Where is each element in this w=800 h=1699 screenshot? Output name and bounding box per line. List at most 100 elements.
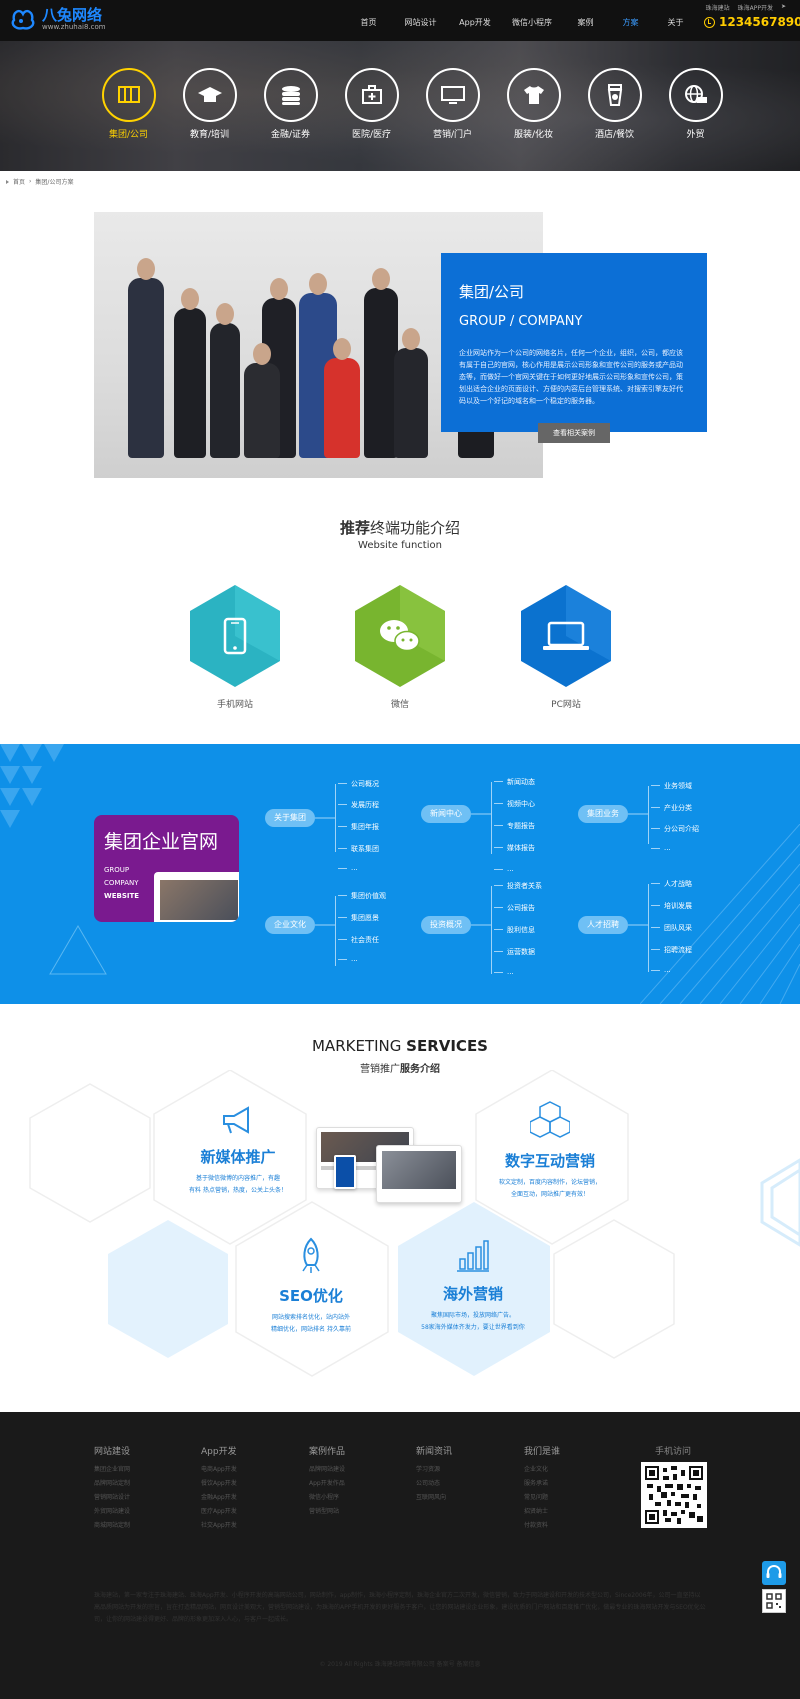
- group-careers[interactable]: 人才招聘: [578, 916, 628, 934]
- sitemap-item[interactable]: 人才战略: [651, 880, 692, 888]
- qr-float-button[interactable]: [762, 1589, 786, 1613]
- industry-finance[interactable]: 金融/证券: [250, 68, 331, 140]
- feature-pc-site[interactable]: PC网站: [519, 583, 613, 710]
- nav-about[interactable]: 关于: [667, 18, 684, 27]
- footer-link[interactable]: 集团企业官网: [94, 1466, 131, 1473]
- footer-link[interactable]: 商城网站定制: [94, 1522, 131, 1529]
- sitemap-item[interactable]: 集团愿景: [338, 914, 379, 922]
- feature-wechat[interactable]: 微信: [353, 583, 447, 710]
- site-card-title: 集团企业官网: [104, 831, 219, 853]
- group-about[interactable]: 关于集团: [265, 809, 315, 827]
- sitemap-item[interactable]: 运营数据: [494, 948, 535, 956]
- industry-marketing-portal[interactable]: 营销/门户: [412, 68, 493, 140]
- footer-link[interactable]: 营销网站设计: [94, 1494, 131, 1501]
- nav-app-dev[interactable]: App开发: [459, 18, 491, 27]
- hexagon-background: [29, 1070, 800, 1377]
- sitemap-item[interactable]: 公司概况: [338, 780, 379, 788]
- digital-interactive-card[interactable]: 数字互动营销 软文定制，百度内容制作，论坛营销， 全面互动，网站推广更有效！: [470, 1100, 630, 1201]
- footer-link[interactable]: 服务承诺: [524, 1480, 549, 1487]
- industry-group-company[interactable]: 集团/公司: [88, 68, 169, 140]
- sitemap-item[interactable]: 培训发展: [651, 902, 692, 910]
- group-investment[interactable]: 投资概况: [421, 916, 471, 934]
- footer-link[interactable]: 餐饮App开发: [201, 1480, 237, 1487]
- overseas-card[interactable]: 海外营销 聚焦国际市场，投放网络广告。 58家海外媒体齐发力，要让世界看到你: [393, 1239, 553, 1334]
- feature-label: 手机网站: [216, 700, 253, 710]
- customer-service-button[interactable]: [762, 1561, 786, 1585]
- breadcrumb-home[interactable]: 首页: [13, 179, 26, 186]
- industry-apparel[interactable]: 服装/化妆: [493, 68, 574, 140]
- industry-medical[interactable]: 医院/医疗: [331, 68, 412, 140]
- industry-education[interactable]: 教育/培训: [169, 68, 250, 140]
- nav-mini-program[interactable]: 微信小程序: [512, 18, 552, 27]
- sitemap-item[interactable]: ...: [651, 844, 671, 852]
- sitemap-item[interactable]: 产业分类: [651, 804, 692, 812]
- sitemap-item[interactable]: 公司报告: [494, 904, 535, 912]
- footer-link[interactable]: 外贸网站建设: [94, 1508, 131, 1515]
- sitemap-item[interactable]: 社会责任: [338, 936, 379, 944]
- sitemap-item[interactable]: ...: [651, 966, 671, 974]
- footer-link[interactable]: 医疗App开发: [201, 1508, 237, 1515]
- rocket-icon: [302, 1237, 320, 1273]
- sitemap-item[interactable]: ...: [494, 968, 514, 976]
- feature-mobile-site[interactable]: 手机网站: [188, 583, 282, 710]
- footer-link[interactable]: App开发作品: [309, 1480, 345, 1487]
- sitemap-item[interactable]: 联系集团: [338, 845, 379, 853]
- industry-hotel[interactable]: 酒店/餐饮: [574, 68, 655, 140]
- nav-web-design[interactable]: 网站设计: [404, 18, 437, 27]
- footer-link[interactable]: 金融App开发: [201, 1494, 237, 1501]
- footer-link[interactable]: 付款资料: [524, 1522, 549, 1529]
- sitemap-item[interactable]: 招聘流程: [651, 946, 692, 954]
- footer-link[interactable]: 微信小程序: [309, 1494, 340, 1501]
- sitemap-item[interactable]: 集团年报: [338, 823, 379, 831]
- footer-col-cases: 案例作品 品牌网站建设 App开发作品 微信小程序 营销型网站: [309, 1444, 345, 1519]
- medical-kit-icon: [361, 85, 382, 104]
- footer-link[interactable]: 学习资源: [416, 1466, 441, 1473]
- sitemap-item[interactable]: 股利信息: [494, 926, 535, 934]
- industry-label: 医院/医疗: [351, 130, 392, 140]
- nav-cases[interactable]: 案例: [577, 18, 594, 27]
- sitemap-item[interactable]: 专题报告: [494, 822, 535, 830]
- sitemap-item[interactable]: 团队风采: [651, 924, 692, 932]
- sitemap-item[interactable]: 集团价值观: [338, 892, 386, 900]
- footer-link[interactable]: 招贤纳士: [524, 1508, 549, 1515]
- group-culture[interactable]: 企业文化: [265, 916, 315, 934]
- footer-link[interactable]: 企业文化: [524, 1466, 549, 1473]
- sitemap-item[interactable]: 分公司介绍: [651, 825, 699, 833]
- industry-label: 服装/化妆: [513, 130, 554, 140]
- footer-link[interactable]: 品牌网站建设: [309, 1466, 346, 1473]
- group-business[interactable]: 集团业务: [578, 805, 628, 823]
- sitemap-item[interactable]: 发展历程: [338, 801, 379, 809]
- view-cases-button[interactable]: 查看相关案例: [538, 423, 610, 443]
- logo[interactable]: 八兔网络 www.zhuhai8.com: [10, 6, 106, 32]
- top-link-zhuhai-app[interactable]: 珠海APP开发: [737, 5, 773, 12]
- sitemap-item[interactable]: 媒体报告: [494, 844, 535, 852]
- footer-link[interactable]: 互联网风向: [416, 1494, 447, 1501]
- footer-link[interactable]: 品牌网站定制: [94, 1480, 131, 1487]
- send-icon[interactable]: ➤: [780, 3, 786, 10]
- nav-solutions[interactable]: 方案: [622, 18, 639, 27]
- footer-link[interactable]: 电商App开发: [201, 1466, 237, 1473]
- footer-link[interactable]: 社交App开发: [201, 1522, 237, 1529]
- sitemap-item[interactable]: ...: [338, 955, 358, 963]
- industry-foreign-trade[interactable]: 外贸: [655, 68, 736, 140]
- sitemap-item[interactable]: 业务领域: [651, 782, 692, 790]
- intro-title: 集团/公司: [459, 283, 525, 301]
- sitemap-item[interactable]: 投资者关系: [494, 882, 542, 890]
- sitemap-item[interactable]: ...: [494, 865, 514, 873]
- footer-link[interactable]: 常见问题: [524, 1494, 549, 1501]
- caret-right-icon: [6, 179, 9, 184]
- top-link-zhuhai-site[interactable]: 珠海建站: [705, 5, 730, 12]
- sitemap-item[interactable]: ...: [338, 864, 358, 872]
- logo-url: www.zhuhai8.com: [42, 22, 106, 31]
- footer-link[interactable]: 公司动态: [416, 1480, 441, 1487]
- nav-home[interactable]: 首页: [360, 18, 377, 27]
- seo-card[interactable]: SEO优化 网站搜索排名优化，站内站外 精细优化，网站排名 持久靠前: [231, 1237, 391, 1336]
- sitemap-item[interactable]: 视频中心: [494, 800, 535, 808]
- group-website-card[interactable]: 集团企业官网 GROUP COMPANY WEBSITE: [94, 815, 239, 922]
- sitemap-item[interactable]: 新闻动态: [494, 778, 535, 786]
- footer-link[interactable]: 营销型网站: [309, 1508, 340, 1515]
- laptop-hex-icon: [521, 585, 611, 687]
- new-media-card[interactable]: 新媒体推广 基于微信微博的内容推广，有趣 有料 热点营销，热度，公关上头条！: [158, 1106, 318, 1197]
- group-news[interactable]: 新闻中心: [421, 805, 471, 823]
- footer-col-website: 网站建设 集团企业官网 品牌网站定制 营销网站设计 外贸网站建设 商城网站定制: [94, 1444, 130, 1533]
